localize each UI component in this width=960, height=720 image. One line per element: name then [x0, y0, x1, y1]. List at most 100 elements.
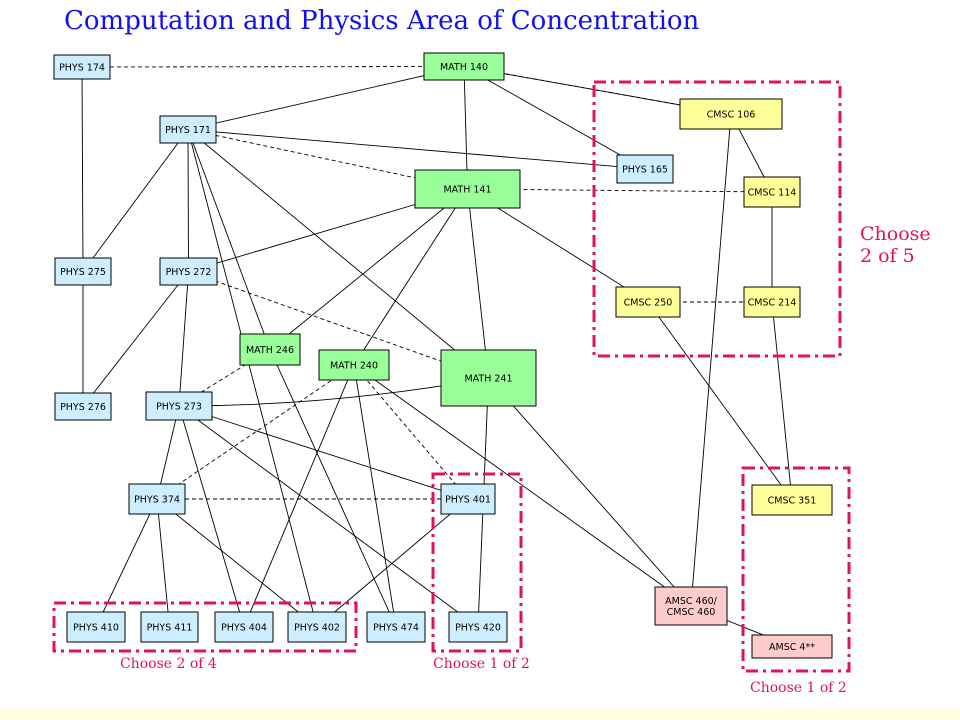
- edge-phys171-phys272: [187, 129, 189, 272]
- edge-math240-phys374: [156, 364, 355, 500]
- edge-phys171-phys165: [187, 129, 646, 170]
- course-label-math246: MATH 246: [246, 345, 294, 356]
- group-label-choose-1-of-2-phys: Choose 1 of 2: [433, 656, 530, 672]
- course-node-amsc4xx: AMSC 4**: [751, 634, 833, 659]
- course-box-phys273: [145, 391, 213, 421]
- course-box-amsc460: [654, 586, 728, 626]
- course-label-phys410: PHYS 410: [73, 623, 119, 634]
- course-box-phys275: [54, 257, 112, 286]
- course-label-cmsc114: CMSC 114: [748, 188, 797, 199]
- edge-math140-phys171: [187, 66, 465, 130]
- edge-phys171-math246: [187, 129, 271, 350]
- course-box-phys374: [128, 483, 186, 515]
- course-label-phys411: PHYS 411: [147, 623, 193, 634]
- edge-phys171-phys275: [82, 129, 189, 272]
- course-label-phys174: PHYS 174: [59, 63, 105, 74]
- course-box-cmsc250: [615, 286, 681, 318]
- course-label-phys404: PHYS 404: [221, 623, 267, 634]
- course-node-phys474: PHYS 474: [366, 611, 426, 643]
- edge-math141-math246: [269, 188, 468, 350]
- course-label-math241: MATH 241: [464, 374, 512, 385]
- course-box-phys410: [66, 611, 126, 643]
- course-label-phys276: PHYS 276: [60, 402, 106, 413]
- course-box-phys165: [616, 154, 674, 184]
- course-box-cmsc214: [743, 286, 801, 318]
- edge-layer: [81, 66, 793, 647]
- edge-phys374-phys402: [156, 498, 318, 628]
- course-box-math140: [423, 52, 505, 81]
- edge-phys174-phys275: [81, 66, 84, 272]
- edge-phys272-phys273: [178, 271, 189, 407]
- edge-phys273-phys420: [178, 405, 479, 628]
- course-label-cmsc351: CMSC 351: [768, 496, 817, 507]
- course-label-phys374: PHYS 374: [134, 495, 180, 506]
- edge-math140-math141: [463, 66, 468, 190]
- course-label-amsc4xx: AMSC 4**: [769, 642, 815, 653]
- edge-phys401-phys402: [316, 498, 469, 628]
- bottom-band: [0, 708, 960, 720]
- page-title: Computation and Physics Area of Concentr…: [64, 6, 700, 36]
- edge-math240-phys474: [353, 364, 397, 628]
- course-box-cmsc351: [751, 484, 833, 516]
- edge-phys374-phys410: [95, 498, 158, 628]
- edge-math240-phys401: [353, 364, 469, 500]
- course-box-cmsc106: [679, 98, 783, 130]
- course-box-phys401: [440, 483, 496, 515]
- edge-phys273-phys404: [178, 405, 245, 628]
- edge-cmsc250-cmsc351: [647, 301, 793, 501]
- course-node-phys272: PHYS 272: [159, 257, 218, 286]
- course-node-amsc460: AMSC 460/CMSC 460: [654, 586, 728, 626]
- course-node-phys404: PHYS 404: [214, 611, 274, 643]
- edge-math140-phys165: [463, 66, 646, 170]
- course-label-phys474: PHYS 474: [373, 623, 419, 634]
- course-box-phys474: [366, 611, 426, 643]
- course-label-phys273: PHYS 273: [156, 402, 202, 413]
- course-node-math241: MATH 241: [440, 349, 537, 407]
- edge-math246-phys474: [269, 349, 397, 628]
- course-label-math240: MATH 240: [330, 361, 378, 372]
- edge-phys171-math241: [187, 129, 489, 379]
- course-box-phys171: [159, 115, 217, 144]
- course-box-math141: [414, 169, 521, 209]
- course-node-phys165: PHYS 165: [616, 154, 674, 184]
- edge-phys374-phys411: [156, 498, 170, 628]
- course-node-phys275: PHYS 275: [54, 257, 112, 286]
- course-node-math246: MATH 246: [239, 333, 301, 366]
- group-label-choose-1-of-2-math: Choose 1 of 2: [750, 680, 847, 696]
- course-node-phys411: PHYS 411: [140, 611, 199, 643]
- course-label-phys165: PHYS 165: [622, 165, 668, 176]
- course-label-math141: MATH 141: [443, 185, 491, 196]
- course-node-phys410: PHYS 410: [66, 611, 126, 643]
- group-box-choose-1-of-2-math: [741, 466, 851, 673]
- course-node-cmsc114: CMSC 114: [743, 176, 801, 208]
- course-box-phys174: [53, 54, 111, 80]
- course-box-phys420: [448, 611, 508, 643]
- course-node-math240: MATH 240: [318, 349, 390, 381]
- group-box-choose-2-of-4: [52, 601, 358, 653]
- course-node-phys402: PHYS 402: [287, 611, 347, 643]
- course-box-math240: [318, 349, 390, 381]
- course-node-phys374: PHYS 374: [128, 483, 186, 515]
- edge-cmsc214-cmsc351: [771, 301, 793, 501]
- course-node-phys401: PHYS 401: [440, 483, 496, 515]
- course-box-amsc4xx: [751, 634, 833, 659]
- course-node-cmsc351: CMSC 351: [751, 484, 833, 516]
- course-box-phys276: [54, 392, 112, 421]
- course-label-amsc460: AMSC 460/CMSC 460: [665, 596, 718, 618]
- course-label-cmsc250: CMSC 250: [624, 298, 673, 309]
- edge-math240-amsc460: [353, 364, 692, 607]
- course-label-phys420: PHYS 420: [455, 623, 501, 634]
- edge-math141-math240: [353, 188, 468, 366]
- edge-cmsc106-amsc460: [690, 113, 732, 607]
- course-node-phys420: PHYS 420: [448, 611, 508, 643]
- course-label-phys171: PHYS 171: [165, 125, 211, 136]
- course-box-phys402: [287, 611, 347, 643]
- course-label-phys402: PHYS 402: [294, 623, 340, 634]
- course-node-cmsc214: CMSC 214: [743, 286, 801, 318]
- course-node-cmsc106: CMSC 106: [679, 98, 783, 130]
- course-node-math140: MATH 140: [423, 52, 505, 81]
